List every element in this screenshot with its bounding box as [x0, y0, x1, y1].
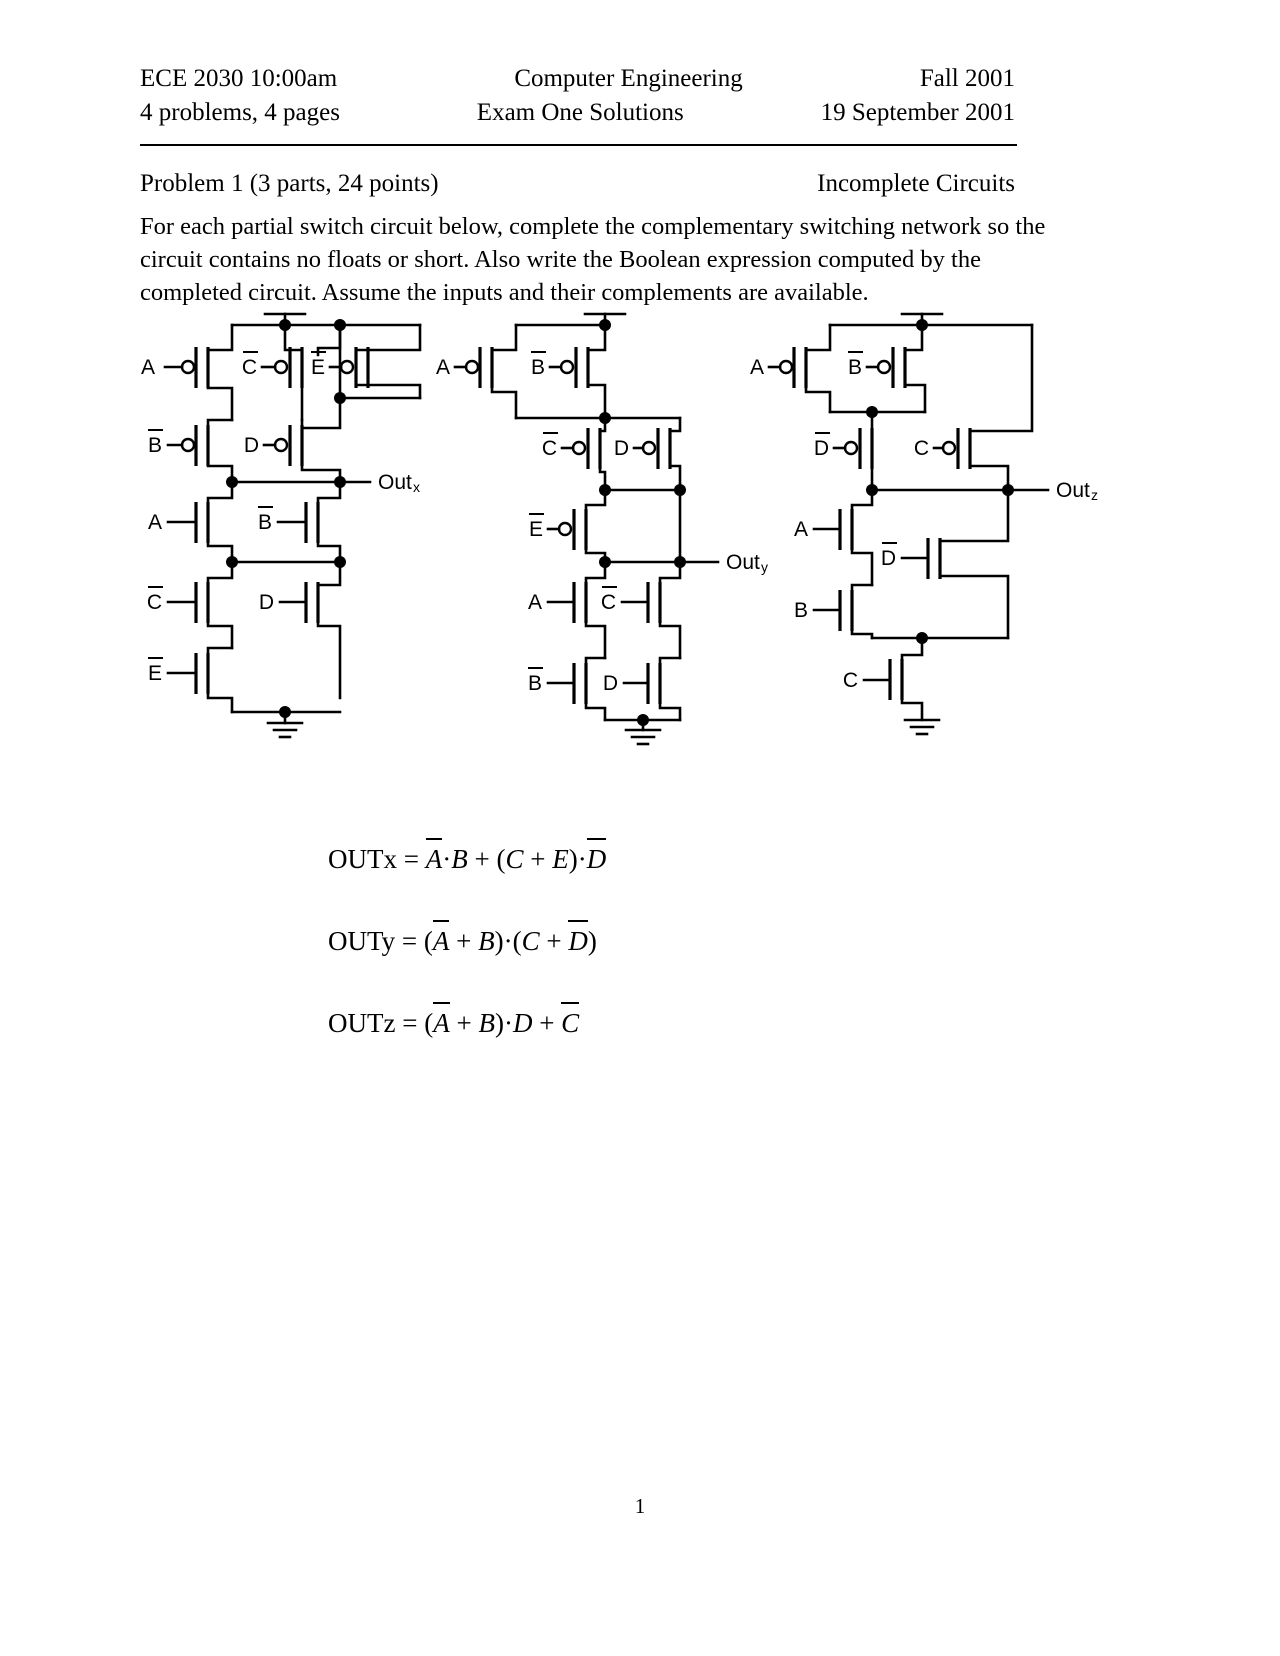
- pmos-c-z: C: [914, 323, 1034, 492]
- label-nmos-cbar-x: C: [147, 591, 162, 614]
- equation-outy: OUTy = (A + B)·(C + D): [0, 920, 1280, 1002]
- header-row-top: ECE 2030 10:00am Computer Engineering Fa…: [140, 62, 1015, 96]
- problem-title: Problem 1 (3 parts, 24 points): [140, 170, 439, 197]
- label-nmos-cbar-y: C: [601, 591, 616, 614]
- exam-date: 19 September 2001: [820, 99, 1015, 126]
- page-number: 1: [634, 1494, 646, 1518]
- term: Fall 2001: [919, 65, 1015, 92]
- pmos-ebar-y: E: [529, 488, 607, 564]
- circuit-y: A B: [436, 312, 768, 746]
- nmos-dbar-z: D: [881, 488, 1010, 640]
- label-pmos-dbar-z: D: [814, 437, 829, 460]
- nmos-a-y: A: [528, 560, 607, 660]
- nmos-ebar-x: E: [148, 646, 234, 714]
- nmos-cbar-x: C: [147, 560, 234, 650]
- pmos-cbar-x: C: [242, 323, 304, 422]
- label-nmos-d-x: D: [259, 591, 274, 614]
- equation-outx-rhs: A·B + (C + E)·D: [425, 838, 606, 874]
- nmos-cbar-y: C: [601, 560, 682, 660]
- problem-topic: Incomplete Circuits: [817, 170, 1015, 197]
- nmos-c-z: C: [843, 636, 924, 722]
- ground-symbol-z: [903, 718, 941, 736]
- boolean-expressions: OUTx = A·B + (C + E)·D OUTy = (A + B)·(C…: [0, 838, 1280, 1084]
- document-header: ECE 2030 10:00am Computer Engineering Fa…: [140, 62, 1015, 130]
- label-nmos-c-z: C: [843, 669, 858, 692]
- equation-outy-rhs: (A + B)·(C + D): [424, 920, 597, 956]
- ground-symbol-y: [603, 714, 682, 746]
- label-pmos-bbar-x: B: [148, 434, 162, 457]
- label-pmos-cbar-y: C: [542, 437, 557, 460]
- equation-outy-lhs: OUTy =: [328, 926, 418, 956]
- label-nmos-d-y: D: [603, 672, 618, 695]
- pmos-d-y: D: [614, 416, 682, 492]
- label-pmos-a-z: A: [750, 356, 764, 379]
- nmos-a-z: A: [794, 488, 874, 587]
- equation-outz-rhs: (A + B)·D + C: [424, 1002, 580, 1038]
- circuit-z: A B: [750, 312, 1098, 736]
- pmos-bbar-z: B: [848, 323, 927, 414]
- nmos-d-x: D: [259, 560, 342, 700]
- output-subscript-z: z: [1091, 487, 1098, 503]
- label-pmos-d-y: D: [614, 437, 629, 460]
- label-pmos-a-x: A: [141, 356, 155, 379]
- pmos-bbar-x: B: [148, 418, 234, 484]
- nmos-bbar-y: B: [528, 656, 607, 722]
- nmos-a-x: A: [148, 480, 234, 564]
- output-label-y: Out: [726, 551, 760, 574]
- output-subscript-y: y: [761, 559, 768, 575]
- header-divider: [140, 144, 1017, 146]
- output-label-x: Out: [378, 471, 412, 494]
- label-pmos-c-z: C: [914, 437, 929, 460]
- label-pmos-bbar-y: B: [531, 356, 545, 379]
- problem-statement: For each partial switch circuit below, c…: [140, 213, 1046, 306]
- pmos-a-x: A: [141, 323, 234, 422]
- problem-title-row: Problem 1 (3 parts, 24 points) Incomplet…: [140, 168, 1015, 200]
- nmos-d-y: D: [603, 656, 682, 722]
- ground-symbol-x: [230, 706, 342, 739]
- nmos-bbar-x: B: [258, 480, 342, 564]
- label-pmos-cbar-x: C: [242, 356, 257, 379]
- circuit-figures: A C: [0, 300, 1280, 770]
- output-label-z: Out: [1056, 479, 1090, 502]
- label-nmos-bbar-y: B: [528, 672, 542, 695]
- label-pmos-ebar-y: E: [529, 518, 543, 541]
- pmos-a-y: A: [436, 323, 518, 420]
- nmos-b-z: B: [794, 583, 874, 640]
- problem-count: 4 problems, 4 pages: [140, 99, 340, 126]
- exam-name: Exam One Solutions: [476, 99, 684, 126]
- label-pmos-ebar-x: E: [311, 356, 325, 379]
- circuit-x: A C: [141, 312, 422, 739]
- equation-outx-lhs: OUTx =: [328, 844, 419, 874]
- course-code: ECE 2030 10:00am: [140, 65, 338, 92]
- output-subscript-x: x: [413, 479, 420, 495]
- label-nmos-b-z: B: [794, 599, 808, 622]
- label-nmos-ebar-x: E: [148, 662, 162, 685]
- label-pmos-a-y: A: [436, 356, 450, 379]
- equation-outx: OUTx = A·B + (C + E)·D: [0, 838, 1280, 920]
- header-row-bottom: 4 problems, 4 pages Exam One Solutions 1…: [140, 96, 1015, 130]
- pmos-a-z: A: [750, 323, 832, 414]
- course-title: Computer Engineering: [514, 65, 743, 92]
- pmos-bbar-y: B: [531, 323, 607, 420]
- label-nmos-bbar-x: B: [258, 511, 272, 534]
- label-nmos-dbar-z: D: [881, 547, 896, 570]
- pmos-d-x: D: [244, 396, 342, 484]
- pmos-ebar-x: E: [311, 323, 422, 404]
- label-nmos-a-z: A: [794, 518, 808, 541]
- equation-outz: OUTz = (A + B)·D + C: [0, 1002, 1280, 1084]
- label-nmos-a-y: A: [528, 591, 542, 614]
- equation-outz-lhs: OUTz =: [328, 1008, 418, 1038]
- label-nmos-a-x: A: [148, 511, 162, 534]
- label-pmos-d-x: D: [244, 434, 259, 457]
- label-pmos-bbar-z: B: [848, 356, 862, 379]
- pmos-cbar-y: C: [542, 416, 607, 492]
- pmos-dbar-z: D: [814, 410, 874, 492]
